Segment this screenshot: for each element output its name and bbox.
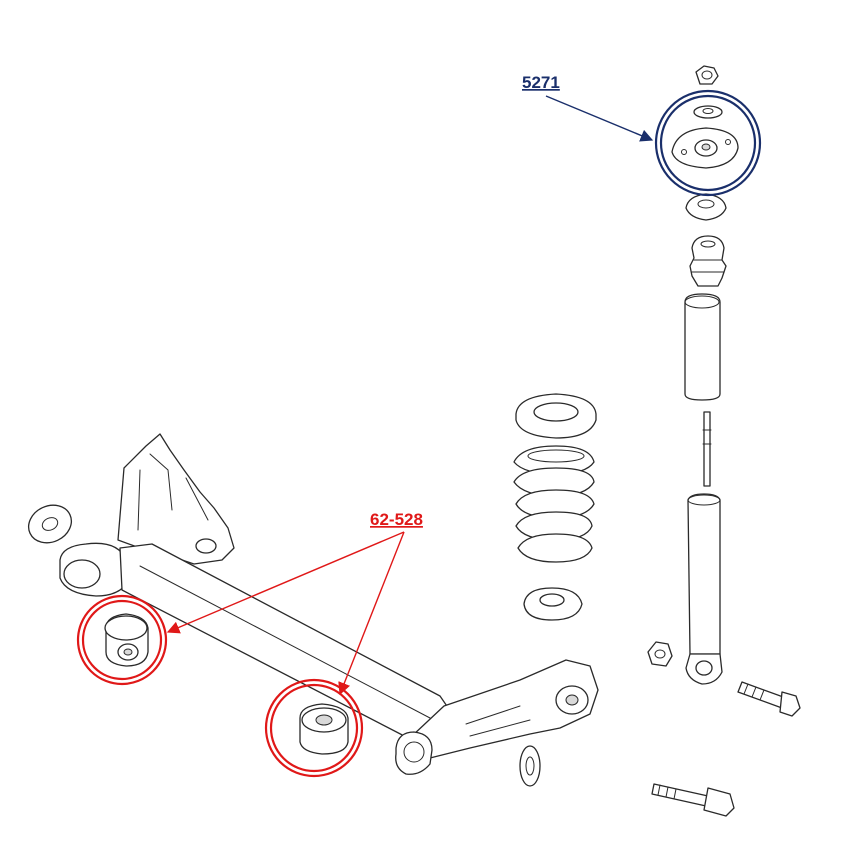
top-nut [695,65,719,85]
lower-shock-bolt [737,681,801,717]
lock-washer [519,745,541,787]
strut-mount [671,105,739,169]
spring-seat [685,193,727,221]
coil-spring [513,445,595,563]
washer [28,504,72,544]
dust-boot [684,293,721,401]
callout-label-62-528[interactable]: 62-528 [370,510,423,529]
axle-bushing-left [104,613,149,667]
leader-arrow-62-528-right [338,531,405,696]
callout-label-5271[interactable]: 5271 [522,73,560,92]
callout-ring-62-528-right [264,678,364,778]
shock-absorber [685,411,723,685]
upper-spring-insulator [515,393,597,439]
axle-bushing-right [299,703,349,755]
axle-mounting-bolt [651,783,735,817]
rear-axle-beam [59,433,599,775]
leader-arrow-62-528-left [166,531,405,634]
leader-arrow-5271 [545,95,654,142]
callout-ring-5271 [654,89,762,197]
flange-nut [647,641,673,667]
callout-ring-62-528-left [76,594,168,686]
lower-spring-seat [523,587,583,621]
bump-stop [689,235,727,287]
